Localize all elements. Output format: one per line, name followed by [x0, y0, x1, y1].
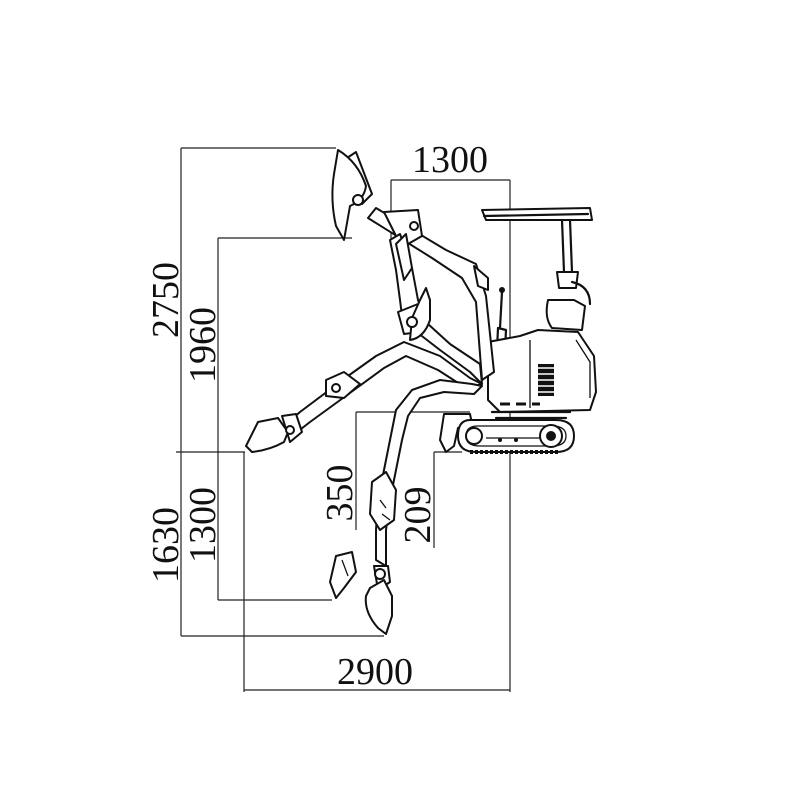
arm-pose-vertical-wall	[329, 551, 357, 599]
bucket-deep	[364, 579, 393, 635]
canopy-post	[560, 218, 574, 274]
dim-max-dump-height: 1960	[182, 307, 224, 383]
dim-max-reach: 2900	[337, 651, 413, 693]
arm-pose-reach	[245, 341, 483, 453]
arm-pose-dump	[389, 233, 483, 385]
dim-blade-depth: 209	[397, 487, 439, 544]
dim-max-dig-depth: 1630	[145, 507, 187, 583]
seat	[545, 299, 586, 331]
engine-grill	[538, 364, 554, 396]
dim-vertical-wall-depth: 1300	[182, 487, 224, 563]
dim-machine-width: 1300	[412, 139, 488, 181]
dim-max-dig-height: 2750	[145, 262, 187, 338]
arm-pose-max-height	[331, 149, 495, 381]
dimension-labels: 1300 2750 1960 1630 1300 350 209 2900	[145, 139, 488, 693]
dimension-lines	[176, 147, 511, 692]
dim-blade-lift: 350	[319, 465, 361, 522]
bucket-reach	[245, 417, 289, 453]
arm-pose-deep-dig	[364, 379, 483, 635]
idler-wheel	[465, 427, 483, 445]
excavator-machine	[439, 207, 597, 454]
bucket-wall	[329, 551, 357, 599]
